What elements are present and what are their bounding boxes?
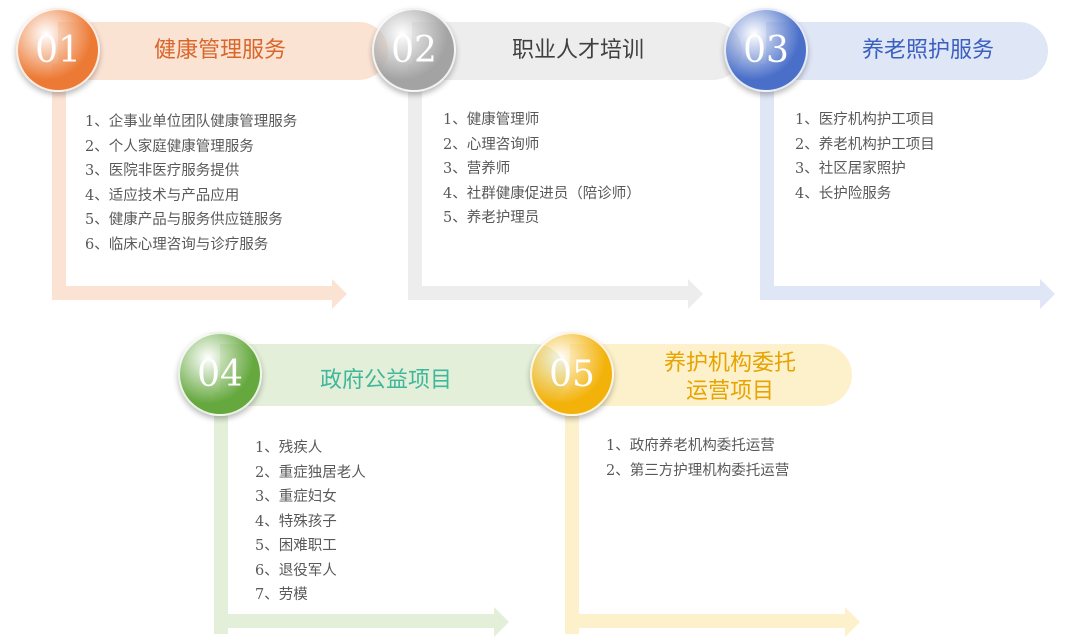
section-03-band [766,22,1048,80]
section-05-connector-horizontal [565,614,845,628]
section-03-connector-vertical [760,64,774,300]
section-05-title: 养护机构委托 运营项目 [663,351,796,404]
section-02-title: 职业人才培训 [511,38,644,63]
section-05-arrowhead [845,607,860,637]
list-item: 1、医疗机构护工项目 [795,112,935,128]
list-item: 5、养老护理员 [443,210,540,226]
list-item: 1、残疾人 [255,440,323,456]
list-item: 6、退役军人 [255,562,337,579]
section-04-number-badge: 04 [178,332,262,416]
list-item: 4、长护险服务 [795,185,892,202]
section-04-item-list: 1、残疾人 2、重症独居老人 3、重症妇女 4、特殊孩子 5、困难职工 6、退役… [255,436,366,608]
section-03-arrowhead [1040,279,1055,309]
section-04-title: 政府公益项目 [319,368,452,393]
section-02-item-list: 1、健康管理师 2、心理咨询师 3、营养师 4、社群健康促进员（陪诊师） 5、养… [443,108,641,231]
section-01-arrowhead [332,279,347,309]
list-item: 4、社群健康促进员（陪诊师） [443,185,641,202]
list-item: 1、企事业单位团队健康管理服务 [85,114,298,130]
list-item: 1、健康管理师 [443,112,540,128]
section-04-connector-horizontal [214,614,494,628]
list-item: 4、特殊孩子 [255,513,337,530]
list-item: 1、政府养老机构委托运营 [606,438,775,454]
list-item: 5、困难职工 [255,538,337,554]
list-item: 2、重症独居老人 [255,464,366,481]
section-03-connector-horizontal [760,286,1040,300]
list-item: 7、劳模 [255,587,308,603]
section-01-title: 健康管理服务 [153,38,286,63]
list-item: 3、社区居家照护 [795,161,906,177]
section-05-item-list: 1、政府养老机构委托运营 2、第三方护理机构委托运营 [606,434,789,483]
section-04-connector-vertical [214,392,228,634]
list-item: 2、个人家庭健康管理服务 [85,138,254,155]
section-05-connector-vertical [565,392,579,634]
section-02-arrowhead [688,279,703,309]
section-02-connector-vertical [408,64,422,300]
list-item: 3、医院非医疗服务提供 [85,163,240,179]
section-03-title: 养老照护服务 [861,38,994,63]
list-item: 3、重症妇女 [255,489,337,505]
list-item: 4、适应技术与产品应用 [85,187,240,204]
section-02-band [412,22,742,80]
section-04-band [220,344,566,406]
section-01-connector-horizontal [52,286,332,300]
section-03-item-list: 1、医疗机构护工项目 2、养老机构护工项目 3、社区居家照护 4、长护险服务 [795,108,935,206]
section-01-item-list: 1、企事业单位团队健康管理服务 2、个人家庭健康管理服务 3、医院非医疗服务提供… [85,110,297,257]
section-02-connector-horizontal [408,286,688,300]
section-01-band [58,22,388,80]
list-item: 6、临床心理咨询与诊疗服务 [85,236,269,253]
section-04-arrowhead [494,607,509,637]
list-item: 3、营养师 [443,161,511,177]
section-02-number-badge: 02 [372,8,456,92]
list-item: 2、第三方护理机构委托运营 [606,462,790,479]
section-05-band [570,344,852,406]
list-item: 5、健康产品与服务供应链服务 [85,212,283,228]
section-01-number-badge: 01 [16,8,100,92]
section-03-number-badge: 03 [724,8,808,92]
list-item: 2、养老机构护工项目 [795,136,935,153]
list-item: 2、心理咨询师 [443,136,540,153]
section-05-number-badge: 05 [530,332,614,416]
section-01-connector-vertical [52,64,66,300]
